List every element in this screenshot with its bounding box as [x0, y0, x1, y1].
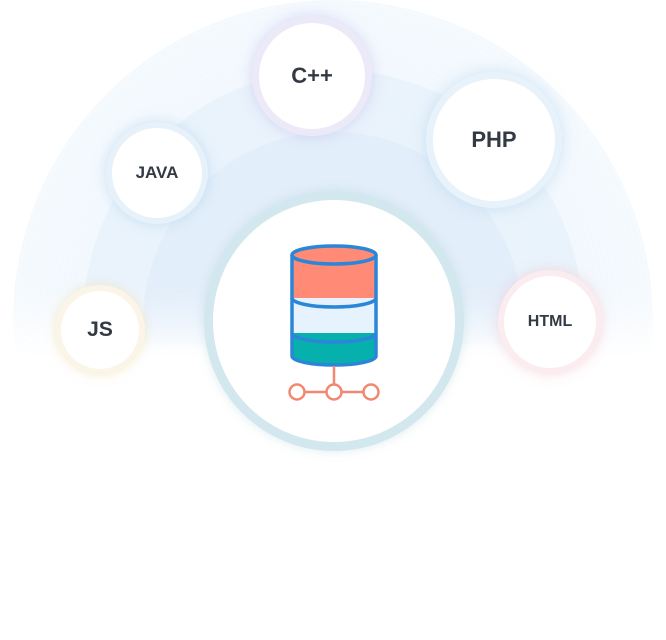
language-label-html: HTML	[527, 313, 573, 330]
language-node-js: JS	[55, 285, 145, 375]
language-node-java: JAVA	[106, 122, 208, 224]
language-label-php: PHP	[471, 127, 517, 152]
language-node-php: PHP	[426, 72, 562, 208]
language-label-js: JS	[87, 318, 113, 341]
network-nodes-icon	[288, 366, 380, 401]
database-cap	[292, 246, 376, 264]
language-label-cpp: C++	[291, 63, 333, 88]
language-node-html: HTML	[498, 270, 602, 374]
language-node-cpp: C++	[252, 16, 372, 136]
language-label-java: JAVA	[135, 163, 179, 182]
center-hub	[204, 191, 464, 451]
database-icon	[288, 244, 380, 401]
